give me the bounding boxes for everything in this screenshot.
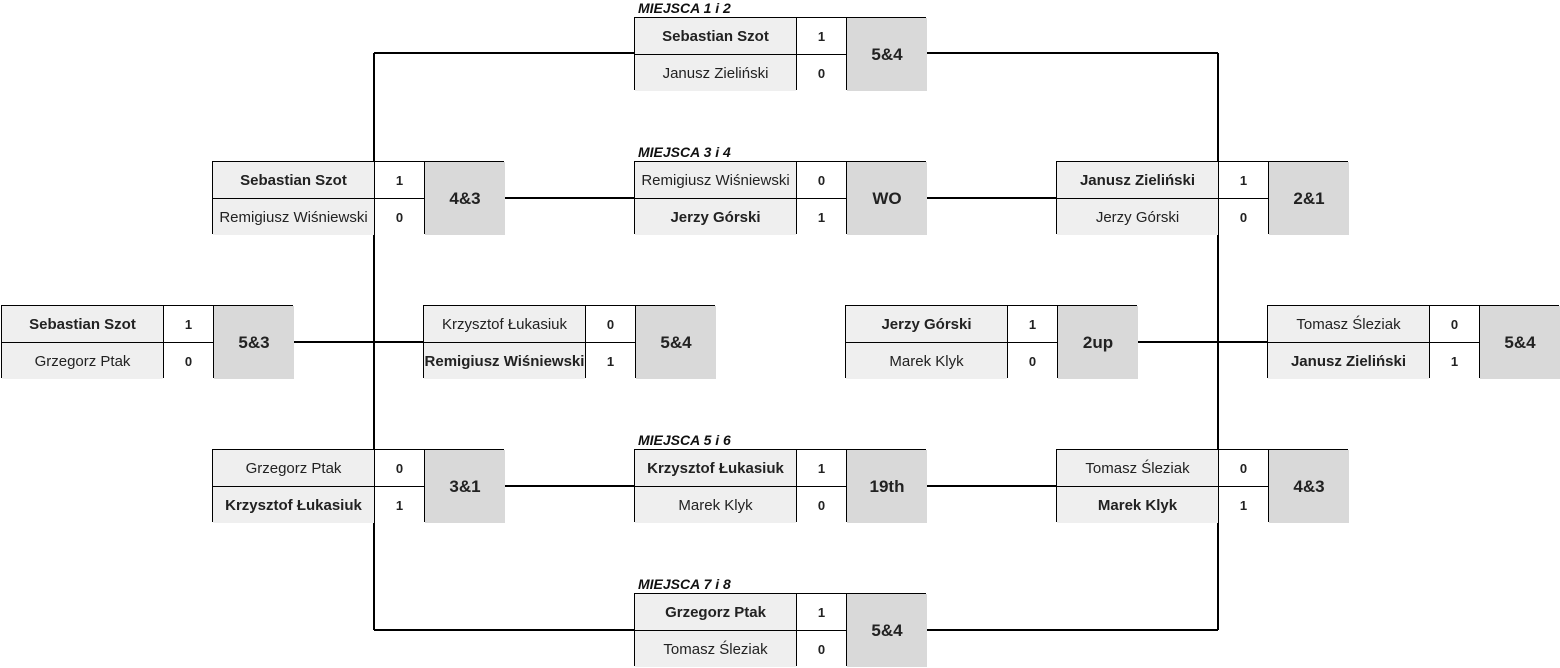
match-result: 4&3 [1269,450,1349,523]
player-name: Sebastian Szot [213,162,374,198]
player-name: Marek Klyk [1057,487,1218,523]
player-points: 1 [1219,162,1268,198]
match-result: 4&3 [425,162,505,235]
player-name: Remigiusz Wiśniewski [213,199,374,235]
player-points: 0 [797,631,846,667]
match-consolation-right: Tomasz Śleziak 0 4&3 Marek Klyk 1 [1056,449,1349,523]
player-points: 1 [797,18,846,54]
player-points: 1 [797,450,846,486]
match-result: 2&1 [1269,162,1349,235]
match-result: 5&4 [636,306,716,379]
player-name: Grzegorz Ptak [635,594,796,630]
player-name: Remigiusz Wiśniewski [635,162,796,198]
player-points: 0 [164,343,213,379]
player-points: 1 [797,199,846,235]
label-places-1-2: MIEJSCA 1 i 2 [638,0,731,16]
player-points: 0 [375,199,424,235]
player-name: Jerzy Górski [1057,199,1218,235]
match-result: 5&4 [847,594,927,667]
player-points: 0 [797,55,846,91]
player-name: Krzysztof Łukasiuk [213,487,374,523]
player-name: Grzegorz Ptak [2,343,163,379]
match-result: 2up [1058,306,1138,379]
label-places-7-8: MIEJSCA 7 i 8 [638,576,731,592]
player-points: 0 [1219,199,1268,235]
match-third-place: Remigiusz Wiśniewski 0 WO Jerzy Górski 1 [634,161,927,235]
player-name: Grzegorz Ptak [213,450,374,486]
player-name: Janusz Zieliński [635,55,796,91]
match-semifinal-right: Janusz Zieliński 1 2&1 Jerzy Górski 0 [1056,161,1349,235]
player-points: 1 [1430,343,1479,379]
match-consolation-left: Grzegorz Ptak 0 3&1 Krzysztof Łukasiuk 1 [212,449,505,523]
player-points: 0 [586,306,635,342]
match-result: 5&4 [1480,306,1560,379]
match-final: Sebastian Szot 1 5&4 Janusz Zieliński 0 [634,17,927,91]
player-name: Krzysztof Łukasiuk [635,450,796,486]
player-name: Marek Klyk [846,343,1007,379]
player-points: 0 [1219,450,1268,486]
player-points: 1 [1219,487,1268,523]
match-result: 5&4 [847,18,927,91]
player-name: Janusz Zieliński [1268,343,1429,379]
player-points: 1 [375,487,424,523]
player-points: 1 [797,594,846,630]
match-quarterfinal-right-inner: Jerzy Górski 1 2up Marek Klyk 0 [845,305,1138,379]
player-name: Sebastian Szot [635,18,796,54]
player-points: 0 [375,450,424,486]
label-places-3-4: MIEJSCA 3 i 4 [638,144,731,160]
player-points: 0 [1430,306,1479,342]
player-points: 1 [586,343,635,379]
player-name: Remigiusz Wiśniewski [424,343,585,379]
player-points: 0 [1008,343,1057,379]
player-name: Sebastian Szot [2,306,163,342]
player-name: Tomasz Śleziak [635,631,796,667]
player-name: Krzysztof Łukasiuk [424,306,585,342]
player-name: Tomasz Śleziak [1057,450,1218,486]
player-points: 0 [797,487,846,523]
player-points: 1 [164,306,213,342]
player-points: 1 [1008,306,1057,342]
match-quarterfinal-right-outer: Tomasz Śleziak 0 5&4 Janusz Zieliński 1 [1267,305,1560,379]
player-name: Marek Klyk [635,487,796,523]
match-result: 5&3 [214,306,294,379]
match-result: 19th [847,450,927,523]
match-result: 3&1 [425,450,505,523]
player-name: Jerzy Górski [635,199,796,235]
match-result: WO [847,162,927,235]
match-quarterfinal-left-outer: Sebastian Szot 1 5&3 Grzegorz Ptak 0 [1,305,294,379]
match-fifth-place: Krzysztof Łukasiuk 1 19th Marek Klyk 0 [634,449,927,523]
player-name: Tomasz Śleziak [1268,306,1429,342]
player-points: 0 [797,162,846,198]
player-name: Janusz Zieliński [1057,162,1218,198]
player-points: 1 [375,162,424,198]
match-quarterfinal-left-inner: Krzysztof Łukasiuk 0 5&4 Remigiusz Wiśni… [423,305,716,379]
match-semifinal-left: Sebastian Szot 1 4&3 Remigiusz Wiśniewsk… [212,161,505,235]
match-seventh-place: Grzegorz Ptak 1 5&4 Tomasz Śleziak 0 [634,593,927,667]
player-name: Jerzy Górski [846,306,1007,342]
label-places-5-6: MIEJSCA 5 i 6 [638,432,731,448]
